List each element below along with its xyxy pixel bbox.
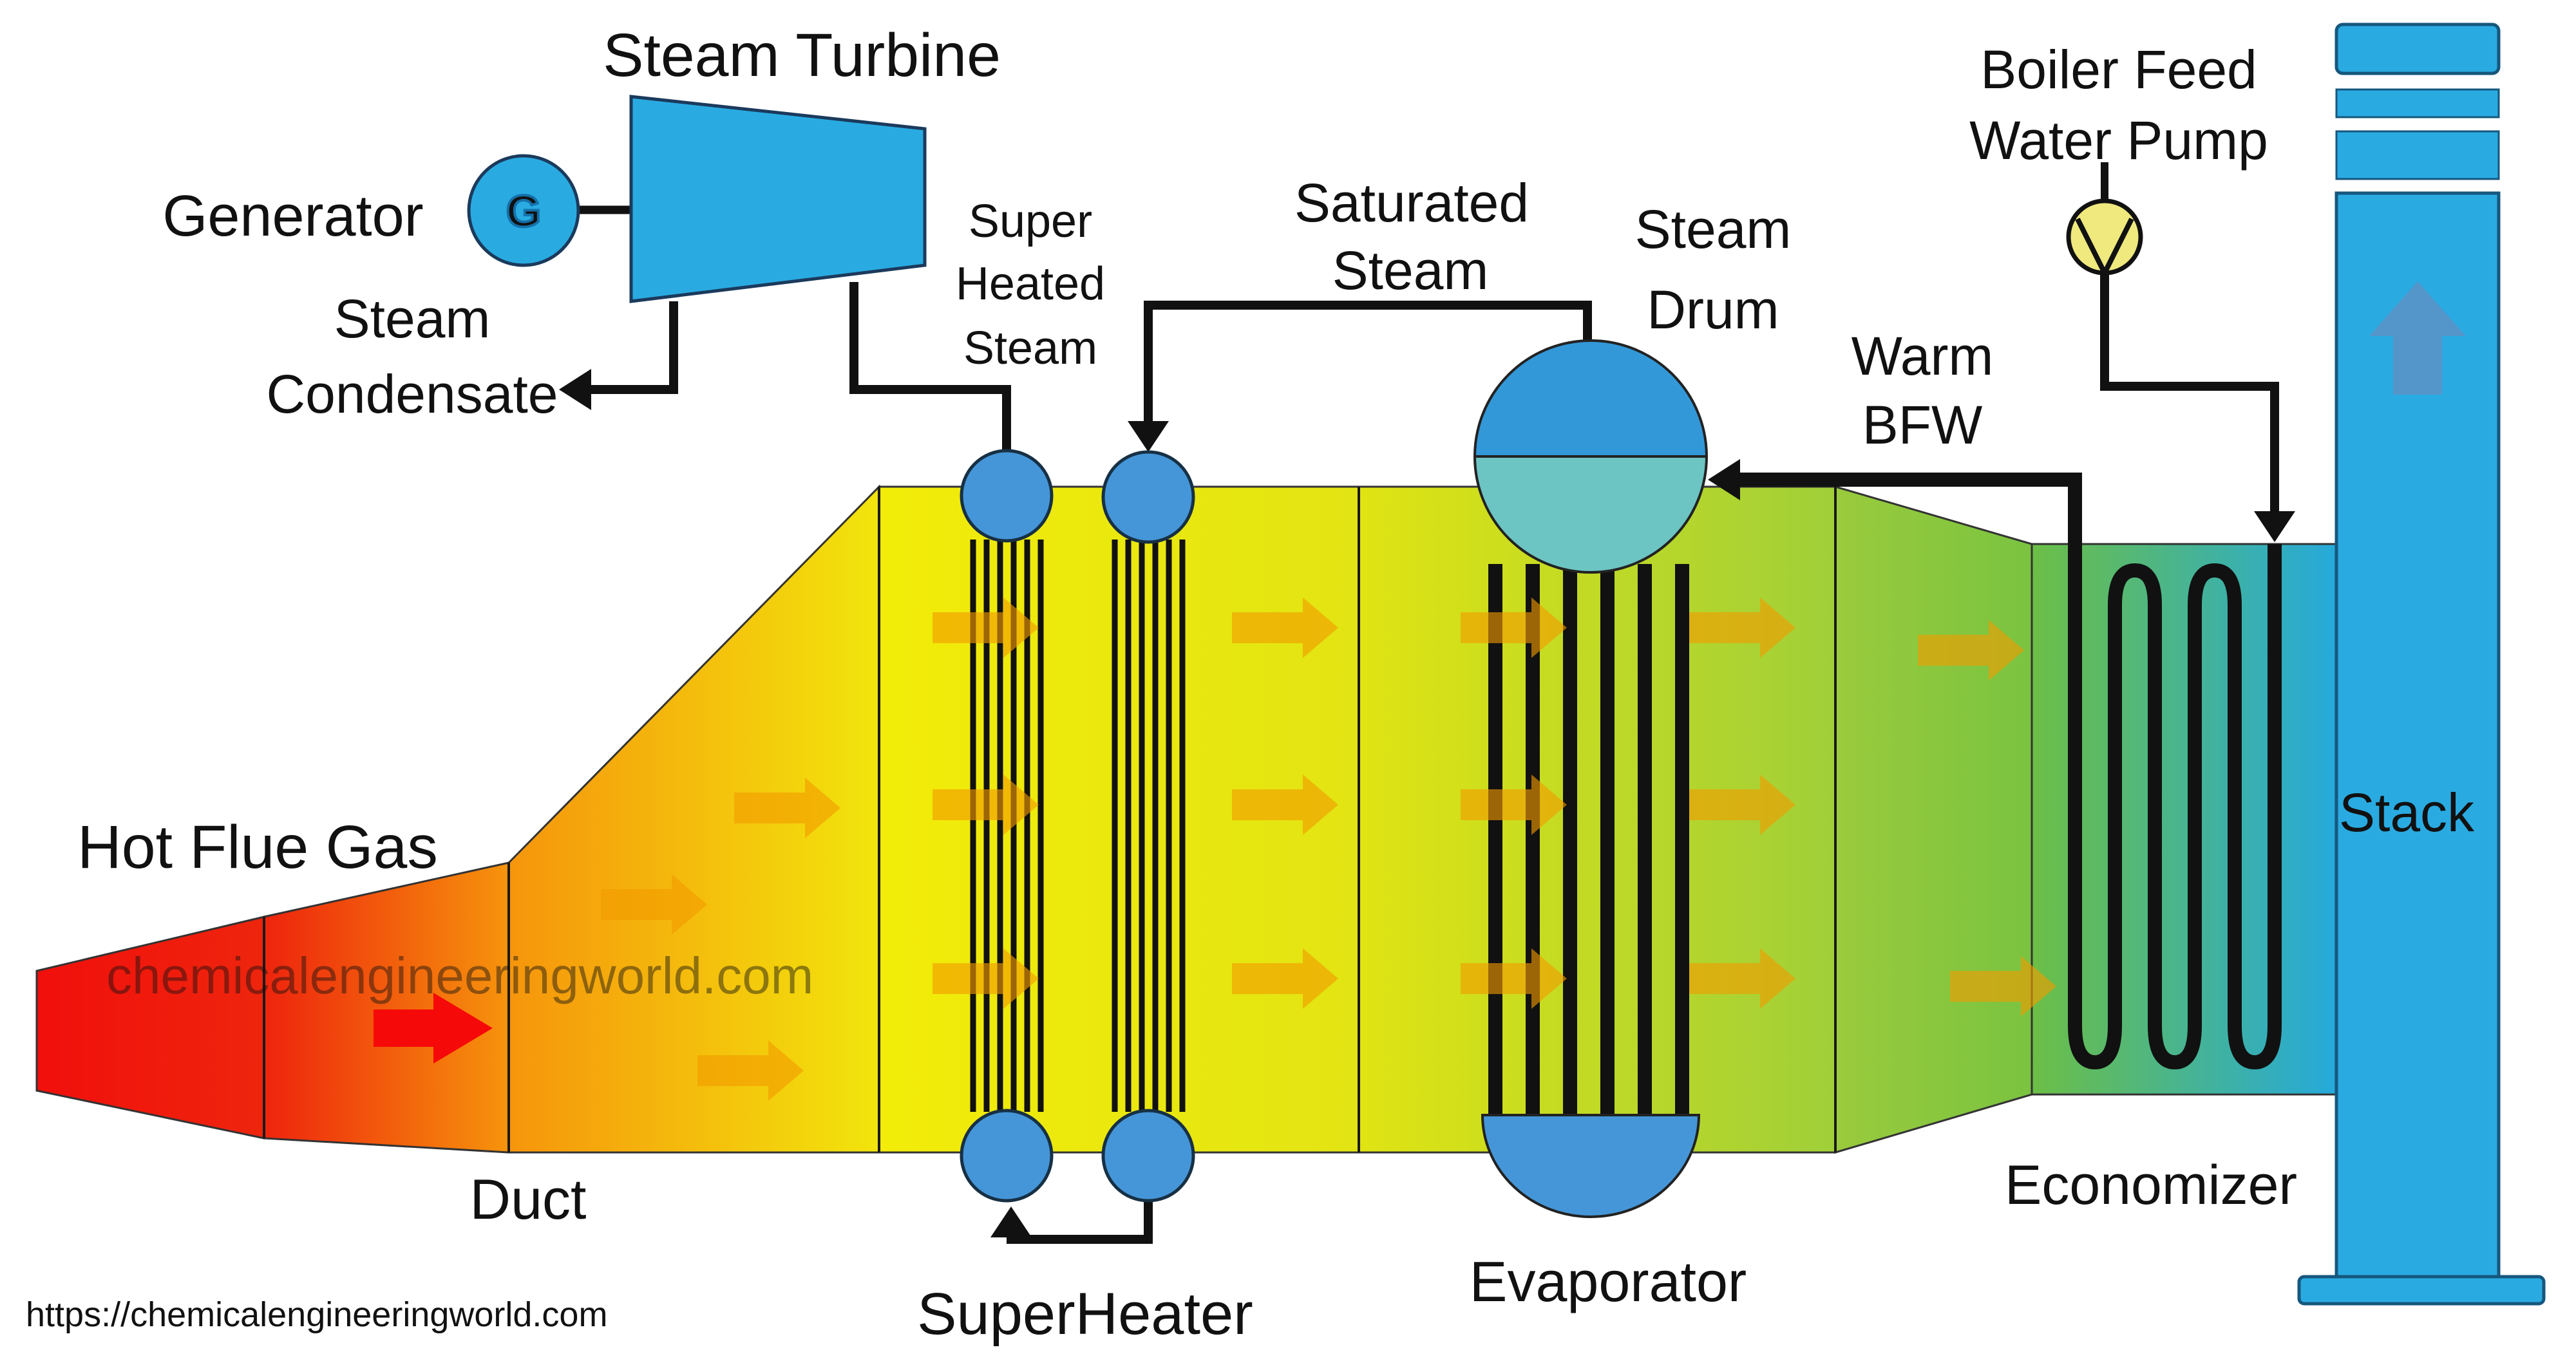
economizer-box	[2031, 543, 2339, 1096]
label-saturated-steam-2: Steam	[1332, 240, 1489, 301]
steam-drum-steam-space	[1475, 341, 1707, 456]
bfw-inlet-arrowhead-icon	[2254, 511, 2295, 542]
warm-bfw-arrowhead-icon	[1708, 459, 1740, 500]
label-superheater: SuperHeater	[917, 1281, 1253, 1347]
superheater-top-header-1	[960, 449, 1054, 543]
label-warm-bfw-2: BFW	[1862, 395, 1983, 455]
evaporator-tubes	[1488, 564, 1689, 1116]
label-steam-condensate-1: Steam	[334, 288, 491, 349]
saturated-steam-arrowhead-icon	[1128, 421, 1169, 452]
pump-discharge-pipe	[2100, 274, 2279, 528]
steam-drum-water-space	[1475, 456, 1707, 572]
generator-circle	[467, 154, 580, 267]
label-super-heated-steam-3: Steam	[963, 323, 1097, 374]
superheater-loop-pipe	[1007, 1196, 1153, 1244]
label-economizer: Economizer	[2005, 1154, 2297, 1216]
stack-band-1	[2335, 88, 2500, 118]
stack-cap	[2334, 23, 2501, 75]
superheater-top-header-2	[1101, 450, 1195, 544]
stack-band-2	[2335, 130, 2500, 180]
piping	[559, 162, 2295, 1244]
superheater-bottom-header-1	[960, 1109, 1054, 1203]
label-generator: Generator	[162, 184, 423, 249]
label-super-heated-steam-2: Heated	[956, 258, 1105, 310]
duct-inlet-section	[263, 861, 510, 1154]
label-duct: Duct	[470, 1167, 587, 1231]
label-saturated-steam-1: Saturated	[1294, 173, 1529, 233]
evaporator-bottom-drum	[1481, 1114, 1701, 1218]
saturated-steam-pipe	[1144, 301, 1592, 426]
label-boiler-feed-2: Water Pump	[1969, 110, 2268, 171]
superheated-steam-pipe	[849, 282, 1011, 454]
steam-turbine-shape	[629, 95, 927, 303]
label-evaporator: Evaporator	[1470, 1250, 1747, 1313]
superheater-headers	[960, 449, 1195, 1203]
stack	[2297, 23, 2546, 1306]
label-steam-condensate-2: Condensate	[266, 364, 558, 424]
pump-circle	[2066, 198, 2143, 276]
label-hot-flue-gas: Hot Flue Gas	[77, 813, 438, 881]
condensate-pipe	[581, 301, 678, 394]
duct-transition-section	[1834, 485, 2033, 1154]
labels: Steam Turbine Generator Steam Condensate…	[77, 21, 2475, 1347]
label-steam-drum-1: Steam	[1635, 199, 1792, 259]
economizer-coil	[1730, 473, 2282, 1070]
label-super-heated-steam-1: Super	[969, 196, 1092, 247]
superheater-bottom-header-2	[1101, 1109, 1195, 1203]
label-stack: Stack	[2339, 782, 2475, 843]
superheater-loop-arrowhead-icon	[990, 1206, 1032, 1237]
label-warm-bfw-1: Warm	[1852, 326, 1994, 386]
stack-base	[2297, 1275, 2546, 1306]
source-url: https://chemicalengineeringworld.com	[26, 1295, 607, 1334]
label-steam-turbine: Steam Turbine	[603, 21, 1001, 89]
condensate-arrowhead-icon	[559, 369, 591, 410]
stack-updraft-arrow-icon	[2369, 281, 2466, 395]
generator-symbol: G	[506, 186, 541, 236]
label-boiler-feed-1: Boiler Feed	[1980, 39, 2257, 100]
label-steam-drum-2: Drum	[1647, 279, 1779, 340]
hot-gas-inlet-arrow-icon	[374, 993, 493, 1064]
steam-drum	[1473, 339, 1708, 574]
pump-triangle-icon	[2075, 218, 2134, 279]
watermark: chemicalengineeringworld.com	[106, 947, 813, 1004]
boiler-feed-water-pump	[2066, 198, 2143, 279]
